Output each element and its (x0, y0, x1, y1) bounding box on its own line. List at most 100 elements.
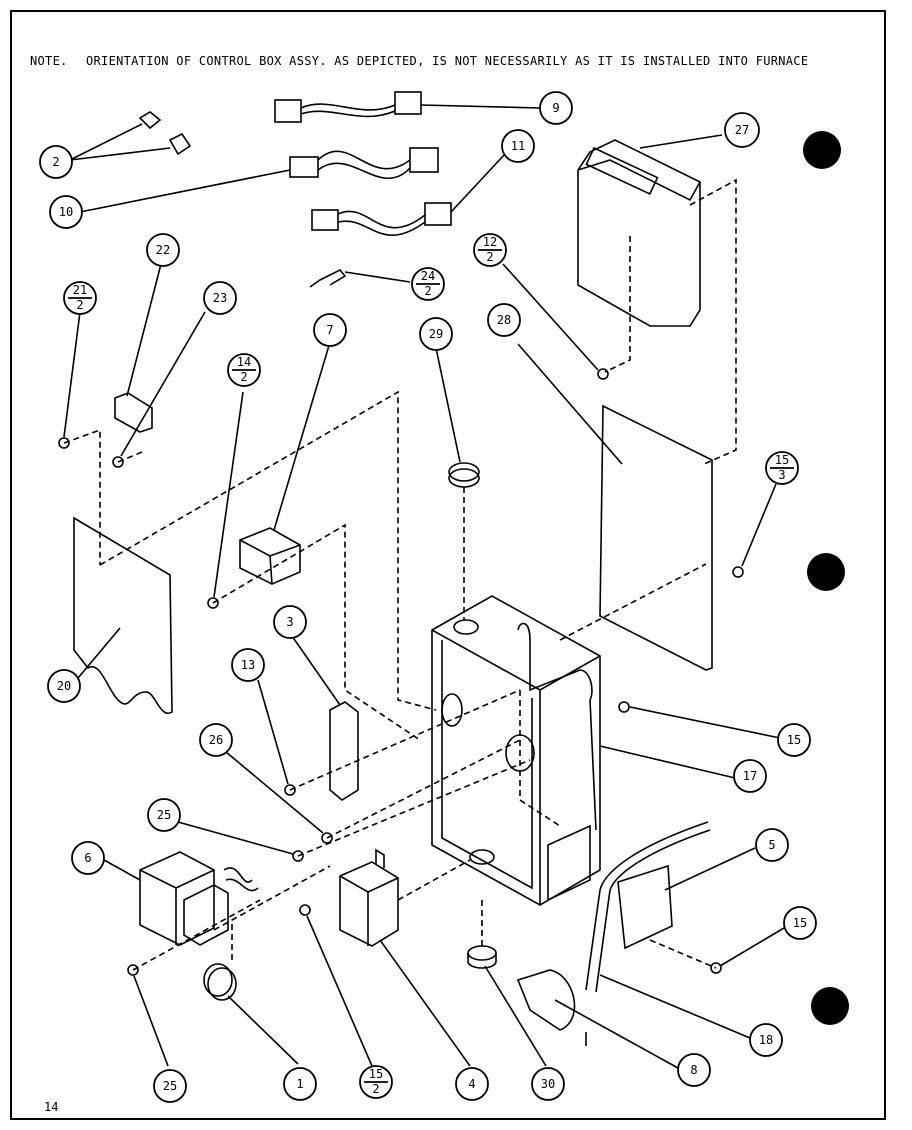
leader-6 (103, 859, 141, 881)
callout-12-den: 2 (486, 250, 493, 264)
leader-28 (517, 343, 623, 465)
callout-29: 29 (419, 317, 453, 351)
callout-24-over-2: 24 2 (411, 267, 445, 301)
dashed-box-28 (559, 563, 707, 641)
callout-18: 18 (749, 1023, 783, 1057)
registration-dot-top (803, 131, 841, 169)
leader-13 (257, 679, 289, 785)
leader-14 (213, 391, 244, 598)
leader-27 (639, 134, 723, 149)
callout-20: 20 (47, 669, 81, 703)
callout-15-3-den: 3 (778, 468, 785, 482)
callout-25-upper: 25 (147, 798, 181, 832)
callout-1-label: 1 (296, 1077, 303, 1091)
part-15-screw-lower-left (299, 904, 311, 916)
dashed-26 (326, 739, 521, 839)
leader-4 (379, 939, 471, 1067)
callout-15-over-3: 15 3 (765, 451, 799, 485)
callout-1: 1 (283, 1067, 317, 1101)
callout-17-label: 17 (743, 769, 757, 783)
leader-2b (69, 147, 171, 161)
leader-11 (450, 153, 506, 213)
leader-21 (63, 311, 81, 438)
leader-30 (484, 965, 547, 1067)
leader-25a (177, 821, 294, 855)
callout-25-lower: 25 (153, 1069, 187, 1103)
callout-12-num: 12 (483, 235, 497, 249)
callout-15-2-num: 15 (369, 1067, 383, 1081)
part-15-screw-middle (618, 701, 630, 713)
callout-5-label: 5 (768, 838, 775, 852)
callout-18-label: 18 (759, 1033, 773, 1047)
leader-25b (133, 975, 169, 1067)
part-4-relay (339, 848, 399, 947)
dashed-27-28 (689, 178, 737, 465)
callout-22: 22 (146, 233, 180, 267)
part-28-plate (599, 404, 713, 671)
callout-2-label: 2 (52, 155, 59, 169)
part-11-harness (311, 202, 452, 236)
callout-21-over-2: 21 2 (63, 281, 97, 315)
callout-30-label: 30 (541, 1077, 555, 1091)
callout-28-label: 28 (497, 313, 511, 327)
part-20-panel (73, 516, 173, 715)
part-18-tube-edge (595, 829, 711, 993)
callout-15-middle: 15 (777, 723, 811, 757)
part-17-control-box (431, 595, 601, 906)
callout-5: 5 (755, 828, 789, 862)
callout-26: 26 (199, 723, 233, 757)
part-13-screw (284, 784, 296, 796)
part-26-screw (321, 832, 333, 844)
callout-10: 10 (49, 195, 83, 229)
callout-3: 3 (273, 605, 307, 639)
dashed-5 (649, 939, 717, 969)
callout-13-label: 13 (241, 658, 255, 672)
dashed-13 (289, 689, 521, 791)
registration-dot-middle (807, 553, 845, 591)
leader-7 (273, 331, 334, 531)
registration-dot-bottom (811, 987, 849, 1025)
callout-6-label: 6 (84, 851, 91, 865)
callout-27: 27 (724, 112, 760, 148)
part-3-terminal-strip (329, 701, 359, 801)
callout-28: 28 (487, 303, 521, 337)
part-2-bulbs (138, 111, 192, 156)
dashed-27-screw (604, 236, 631, 373)
leader-24 (344, 271, 411, 283)
callout-27-label: 27 (735, 123, 749, 137)
part-12-screw (597, 368, 609, 380)
callout-11-label: 11 (511, 139, 525, 153)
callout-14-den: 2 (240, 370, 247, 384)
leader-26 (225, 751, 324, 834)
callout-22-label: 22 (156, 243, 170, 257)
callout-25-lower-label: 25 (163, 1079, 177, 1093)
part-30-plug (467, 945, 497, 969)
callout-17: 17 (733, 759, 767, 793)
callout-23: 23 (203, 281, 237, 315)
leader-3 (291, 635, 341, 706)
part-6-transformer (139, 851, 259, 946)
callout-7-label: 7 (326, 323, 333, 337)
part-1-ring (203, 963, 237, 1001)
callout-26-label: 26 (209, 733, 223, 747)
dashed-6 (213, 865, 331, 931)
callout-24-den: 2 (424, 284, 431, 298)
part-9-harness (274, 91, 422, 123)
part-21-screw (58, 437, 70, 449)
leader-2a (69, 123, 143, 161)
callout-11: 11 (501, 129, 535, 163)
dashed-25b (132, 899, 261, 971)
note-label: NOTE. (30, 54, 68, 68)
callout-4-label: 4 (468, 1077, 475, 1091)
callout-15-middle-label: 15 (787, 733, 801, 747)
callout-4: 4 (455, 1067, 489, 1101)
callout-8-label: 8 (690, 1063, 697, 1077)
part-23-screw (112, 456, 124, 468)
callout-9-label: 9 (552, 101, 559, 115)
part-8-bracket (516, 969, 587, 1046)
leader-12 (502, 263, 599, 371)
callout-14-num: 14 (237, 355, 251, 369)
leader-18 (599, 974, 751, 1039)
callout-21-num: 21 (73, 283, 87, 297)
part-27-control-board (577, 139, 701, 327)
